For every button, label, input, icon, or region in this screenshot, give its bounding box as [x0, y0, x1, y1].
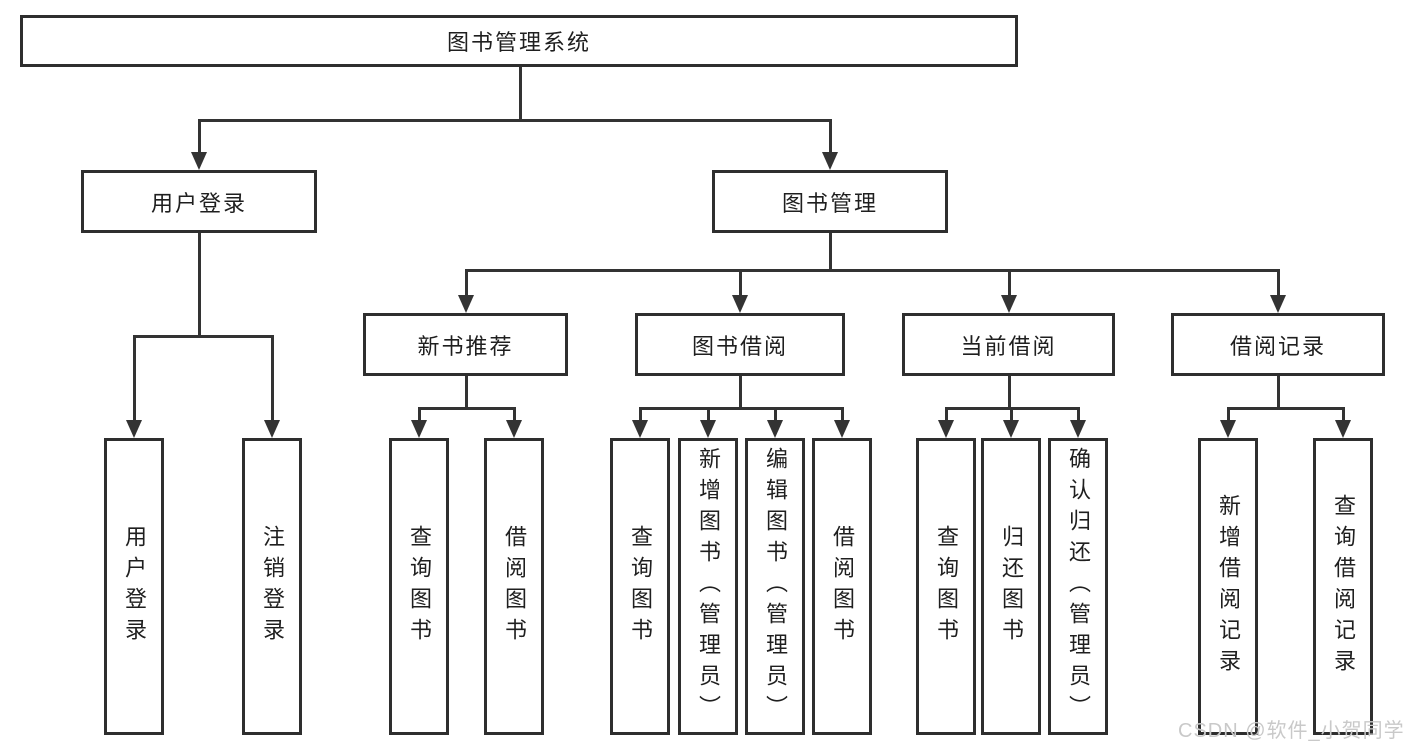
node-new-book-recommend: 新书推荐 [363, 313, 568, 376]
node-current-borrowing: 当前借阅 [902, 313, 1115, 376]
connector-line [1342, 407, 1345, 422]
arrowhead-down [506, 420, 522, 438]
arrowhead-down [700, 420, 716, 438]
connector-line [133, 335, 274, 338]
connector-line [513, 407, 516, 422]
arrowhead-down [1220, 420, 1236, 438]
node-label: 查询借阅记录 [1331, 493, 1356, 680]
node-label: 图书管理 [781, 190, 878, 216]
leaf-query-books-current: 查询图书 [916, 438, 976, 735]
leaf-query-books-borrowing: 查询图书 [610, 438, 670, 735]
leaf-logout: 注销登录 [242, 438, 302, 735]
arrowhead-down [1070, 420, 1086, 438]
arrowhead-down [1001, 295, 1017, 313]
leaf-user-login: 用户登录 [104, 438, 164, 735]
node-label: 用户登录 [150, 190, 247, 216]
arrowhead-down [411, 420, 427, 438]
connector-line [639, 407, 642, 422]
connector-line [774, 407, 777, 422]
arrowhead-down [1270, 295, 1286, 313]
connector-line [133, 335, 136, 422]
arrowhead-down [191, 152, 207, 170]
node-label: 借阅图书 [830, 524, 855, 649]
node-label: 新书推荐 [417, 333, 514, 359]
leaf-query-books-recommend: 查询图书 [389, 438, 449, 735]
csdn-watermark: CSDN @软件_小贺同学 [1178, 720, 1405, 742]
connector-line [1277, 269, 1280, 298]
arrowhead-down [938, 420, 954, 438]
node-label: 查询图书 [628, 524, 653, 649]
node-book-management: 图书管理 [712, 170, 948, 233]
node-label: 查询图书 [934, 524, 959, 649]
connector-line [465, 269, 1280, 272]
leaf-borrow-books-borrowing: 借阅图书 [812, 438, 872, 735]
node-label: 查询图书 [407, 524, 432, 649]
leaf-add-borrow-record: 新增借阅记录 [1198, 438, 1258, 735]
connector-line [418, 407, 421, 422]
connector-line [829, 119, 832, 155]
node-label: 新增图书（管理员） [696, 447, 721, 726]
connector-line [198, 119, 201, 155]
node-label: 注销登录 [260, 524, 285, 649]
arrowhead-down [767, 420, 783, 438]
connector-line [465, 269, 468, 298]
arrowhead-down [632, 420, 648, 438]
node-label: 新增借阅记录 [1216, 493, 1241, 680]
connector-line [707, 407, 710, 422]
node-label: 当前借阅 [960, 333, 1057, 359]
connector-line [1227, 407, 1345, 410]
connector-line [1008, 376, 1011, 409]
node-label: 图书管理系统 [446, 30, 591, 55]
connector-line [1077, 407, 1080, 422]
connector-line [639, 407, 844, 410]
arrowhead-down [834, 420, 850, 438]
connector-line [465, 376, 468, 409]
connector-line [198, 233, 201, 337]
node-label: 借阅图书 [502, 524, 527, 649]
node-label: 确认归还（管理员） [1066, 447, 1091, 726]
connector-line [271, 335, 274, 422]
arrowhead-down [1003, 420, 1019, 438]
leaf-return-books: 归还图书 [981, 438, 1041, 735]
connector-line [1010, 407, 1013, 422]
connector-line [739, 269, 742, 298]
connector-line [1008, 269, 1011, 298]
node-book-borrowing: 图书借阅 [635, 313, 845, 376]
arrowhead-down [264, 420, 280, 438]
leaf-edit-books-admin: 编辑图书（管理员） [745, 438, 805, 735]
connector-line [1227, 407, 1230, 422]
arrowhead-down [822, 152, 838, 170]
node-label: 编辑图书（管理员） [763, 447, 788, 726]
connector-line [945, 407, 948, 422]
node-label: 用户登录 [122, 524, 147, 649]
node-user-login: 用户登录 [81, 170, 317, 233]
arrowhead-down [126, 420, 142, 438]
arrowhead-down [1335, 420, 1351, 438]
leaf-add-books-admin: 新增图书（管理员） [678, 438, 738, 735]
node-label: 归还图书 [999, 524, 1024, 649]
node-borrowing-records: 借阅记录 [1171, 313, 1385, 376]
connector-line [418, 407, 516, 410]
leaf-query-borrow-record: 查询借阅记录 [1313, 438, 1373, 735]
node-label: 图书借阅 [691, 333, 788, 359]
leaf-confirm-return-admin: 确认归还（管理员） [1048, 438, 1108, 735]
connector-line [1277, 376, 1280, 409]
connector-line [739, 376, 742, 409]
connector-line [841, 407, 844, 422]
connector-line [198, 119, 831, 122]
connector-line [519, 67, 522, 121]
arrowhead-down [458, 295, 474, 313]
leaf-borrow-books-recommend: 借阅图书 [484, 438, 544, 735]
node-root-library-system: 图书管理系统 [20, 15, 1018, 67]
arrowhead-down [732, 295, 748, 313]
connector-line [829, 233, 832, 271]
node-label: 借阅记录 [1229, 333, 1326, 359]
